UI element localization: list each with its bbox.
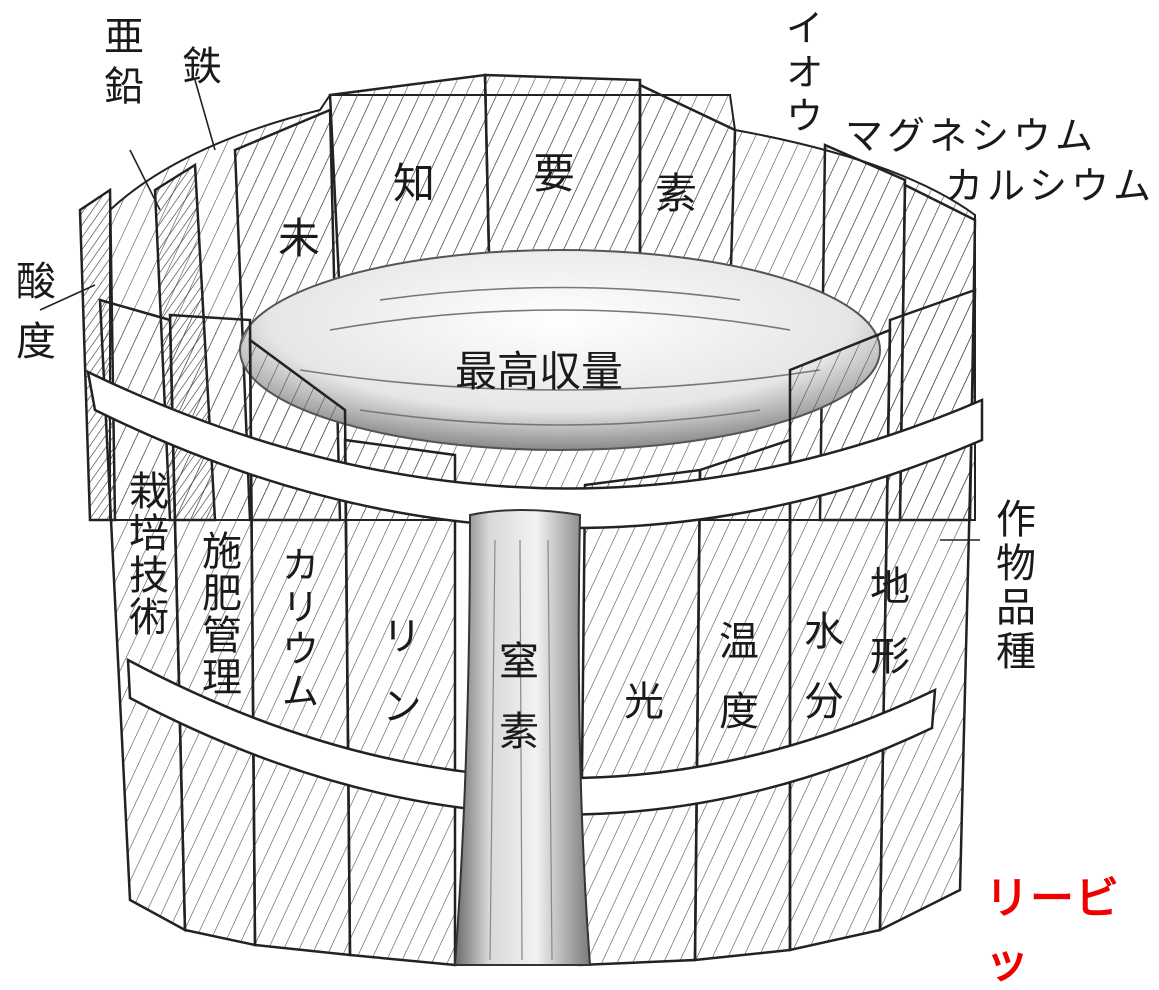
label-light: 光 bbox=[617, 680, 663, 730]
label-terrain: 地形 bbox=[863, 565, 909, 705]
label-zinc: 亜鉛 bbox=[97, 15, 143, 115]
caption-liebig: リービッ bbox=[985, 873, 1120, 988]
unknown-char-3: 要 bbox=[533, 149, 576, 198]
front-staves bbox=[98, 288, 977, 967]
outflow-stream bbox=[453, 509, 592, 966]
label-phosphorus: リン bbox=[375, 615, 421, 755]
label-sulfur: イオウ bbox=[779, 8, 823, 140]
label-temperature: 温度 bbox=[712, 620, 758, 760]
label-acidity: 酸度 bbox=[9, 260, 55, 380]
label-max-yield: 最高収量 bbox=[455, 347, 624, 396]
barrel-hoops bbox=[86, 369, 984, 816]
liebig-barrel-diagram bbox=[39, 73, 984, 967]
label-cultivation: 栽培技術 bbox=[122, 470, 168, 638]
label-crop-variety: 作物品種 bbox=[989, 498, 1035, 674]
label-calcium: カルシウム bbox=[945, 164, 1156, 208]
label-nitrogen: 窒素 bbox=[492, 640, 538, 780]
label-iron: 鉄 bbox=[175, 45, 221, 95]
unknown-char-4: 素 bbox=[655, 169, 698, 218]
label-magnesium: マグネシウム bbox=[845, 114, 1098, 158]
unknown-char-1: 未 bbox=[278, 214, 321, 263]
unknown-char-2: 知 bbox=[393, 159, 436, 208]
label-fertilizer: 施肥管理 bbox=[195, 530, 241, 698]
label-water: 水分 bbox=[797, 610, 843, 750]
leader-lines bbox=[39, 79, 980, 541]
label-potassium: カリウム bbox=[275, 545, 319, 713]
